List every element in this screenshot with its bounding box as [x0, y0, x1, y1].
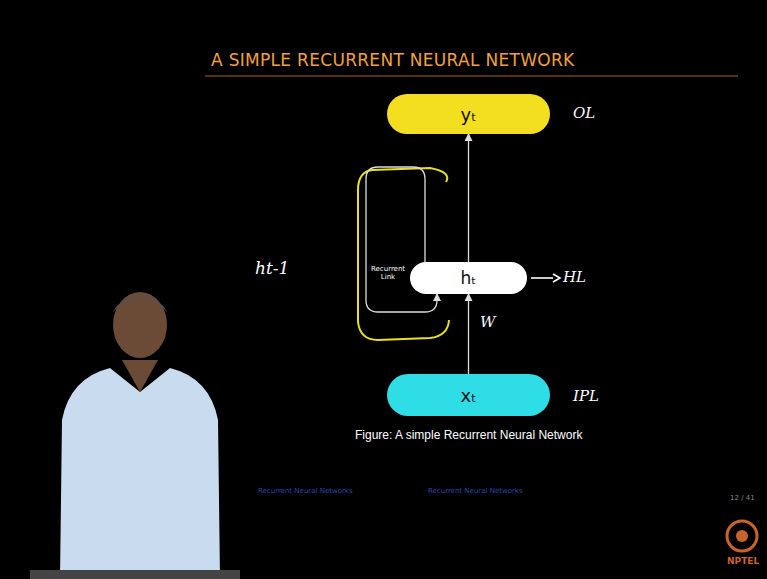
figure-caption: Figure: A simple Recurrent Neural Networ…	[355, 428, 582, 442]
node-label: xₜ	[461, 385, 477, 406]
title-rule	[205, 76, 738, 77]
footer-text: Recurrent Neural Networks	[258, 487, 353, 495]
input-layer-box: xₜ	[387, 374, 550, 416]
node-label: hₜ	[461, 268, 477, 288]
nptel-emblem	[727, 521, 757, 551]
watermark: NPTEL	[727, 556, 759, 566]
presenter	[30, 292, 240, 579]
handwritten-note: IPL	[573, 387, 599, 405]
annotation-loop	[358, 168, 449, 340]
flow-arrow	[468, 134, 469, 262]
handwritten-note: ht-1	[255, 258, 289, 278]
footer-text: Recurrent Neural Networks	[428, 487, 523, 495]
handwritten-note: W	[480, 313, 495, 331]
annotation-arrow	[531, 277, 553, 279]
output-layer-box: yₜ	[387, 94, 550, 134]
flow-arrow	[468, 294, 469, 374]
handwritten-note: OL	[573, 104, 595, 122]
handwritten-note: HL	[563, 268, 586, 286]
node-label: yₜ	[461, 104, 477, 125]
link-label: Recurrent Link	[370, 264, 406, 283]
slide-title: A SIMPLE RECURRENT NEURAL NETWORK	[211, 50, 575, 70]
page-number: 12 / 41	[730, 494, 755, 502]
hidden-layer-box: hₜ	[410, 262, 527, 294]
annotation-arrowhead	[553, 274, 560, 282]
